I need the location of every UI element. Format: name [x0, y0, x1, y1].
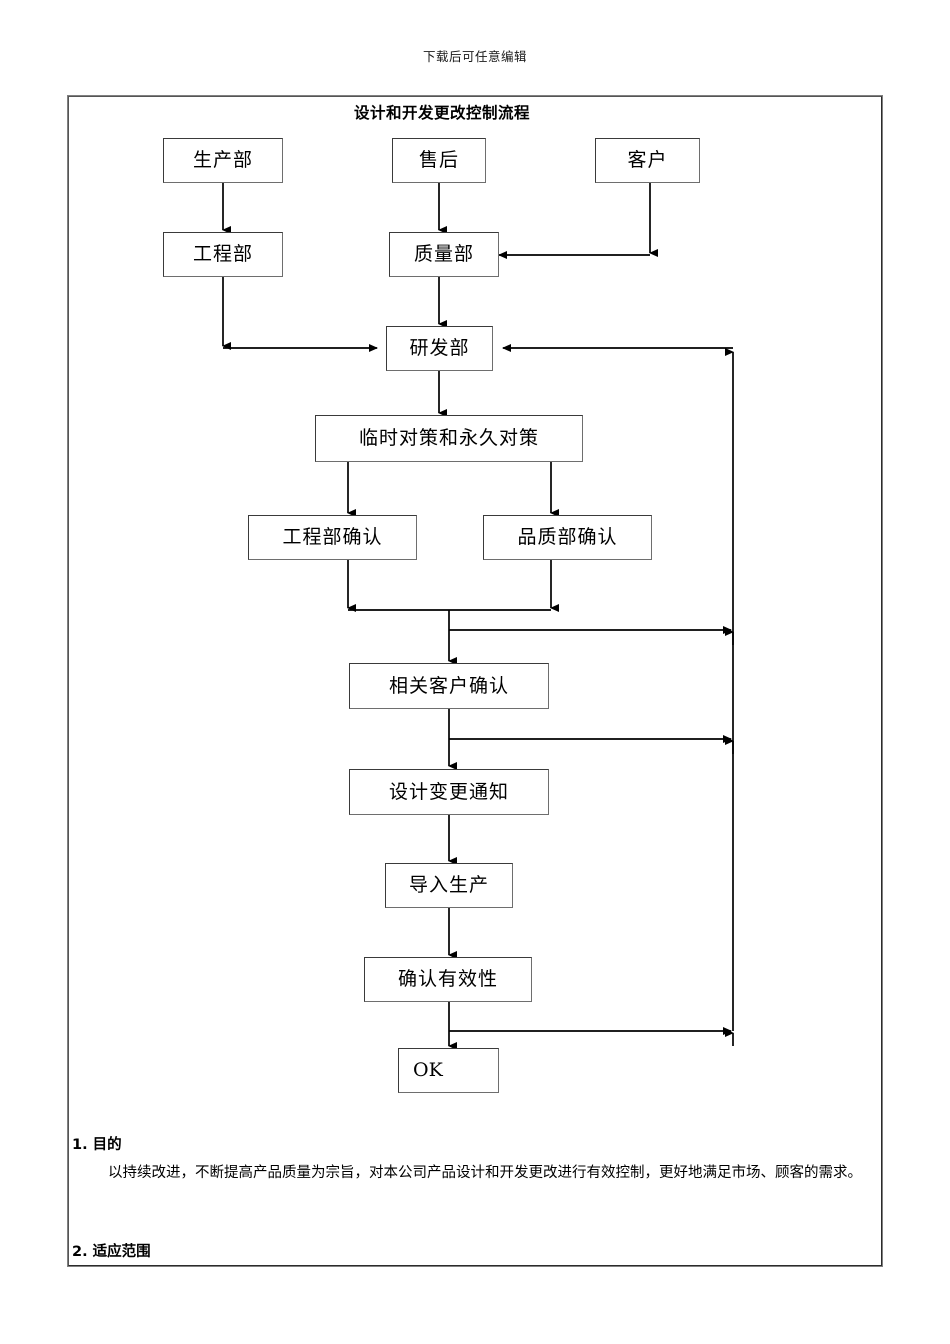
node-quality[interactable]: 质量部 [389, 232, 499, 277]
node-engineering-confirm[interactable]: 工程部确认 [248, 515, 417, 560]
node-engineering[interactable]: 工程部 [163, 232, 283, 277]
node-countermeasures[interactable]: 临时对策和永久对策 [315, 415, 583, 462]
node-production[interactable]: 生产部 [163, 138, 283, 183]
node-rnd[interactable]: 研发部 [386, 326, 493, 371]
node-ok[interactable]: OK [398, 1048, 499, 1093]
diagram-title: 设计和开发更改控制流程 [353, 103, 530, 122]
node-customer[interactable]: 客户 [595, 138, 700, 183]
diagram-frame-inner [68, 96, 882, 1266]
node-quality-confirm[interactable]: 品质部确认 [483, 515, 652, 560]
node-import-production[interactable]: 导入生产 [385, 863, 513, 908]
section-heading-scope: 2. 适应范围 [72, 1244, 151, 1260]
node-verify-effective[interactable]: 确认有效性 [364, 957, 532, 1002]
section-heading-purpose: 1. 目的 [72, 1137, 122, 1153]
node-change-notice[interactable]: 设计变更通知 [349, 769, 549, 815]
node-after-sales[interactable]: 售后 [392, 138, 486, 183]
running-header: 下载后可任意编辑 [422, 49, 527, 64]
node-customer-confirm[interactable]: 相关客户确认 [349, 663, 549, 709]
section-paragraph-purpose: 以持续改进，不断提高产品质量为宗旨，对本公司产品设计和开发更改进行有效控制，更好… [108, 1165, 862, 1181]
